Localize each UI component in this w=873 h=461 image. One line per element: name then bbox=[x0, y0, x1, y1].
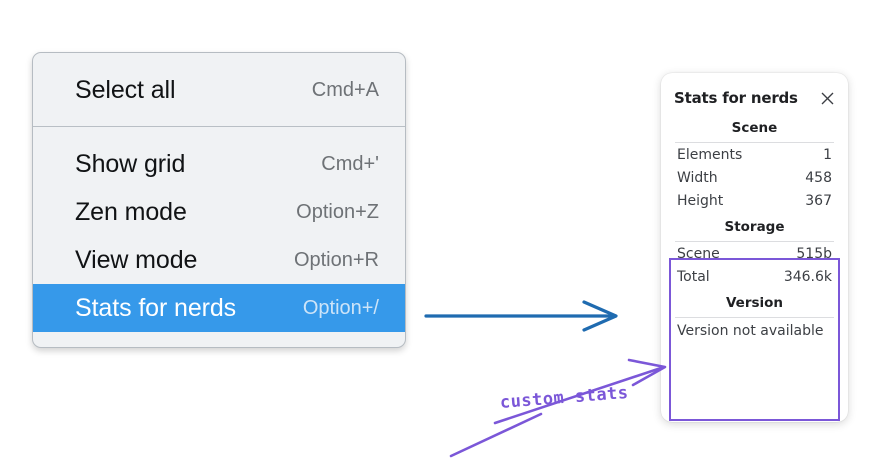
menu-group-secondary: Show grid Cmd+' Zen mode Option+Z View m… bbox=[33, 127, 405, 346]
context-menu: Select all Cmd+A Show grid Cmd+' Zen mod… bbox=[32, 52, 406, 348]
stat-row-elements: Elements 1 bbox=[672, 143, 837, 166]
menu-item-shortcut: Cmd+A bbox=[311, 78, 379, 101]
stat-row-height: Height 367 bbox=[672, 189, 837, 212]
stats-panel-header: Stats for nerds bbox=[672, 83, 837, 113]
stat-value: 458 bbox=[805, 170, 832, 186]
section-divider bbox=[675, 241, 834, 242]
section-heading-version: Version bbox=[725, 295, 784, 311]
menu-item-label: Select all bbox=[75, 75, 176, 104]
menu-group-primary: Select all Cmd+A bbox=[33, 53, 405, 126]
menu-item-label: Show grid bbox=[75, 149, 186, 178]
section-divider bbox=[675, 142, 834, 143]
stat-value: 346.6k bbox=[783, 269, 832, 285]
menu-item-shortcut: Option+/ bbox=[302, 296, 379, 319]
menu-separator bbox=[33, 126, 405, 127]
purple-arrow-annotation bbox=[449, 358, 667, 458]
menu-item-shortcut: Option+R bbox=[293, 248, 379, 271]
menu-item-view-mode[interactable]: View mode Option+R bbox=[33, 236, 405, 284]
stat-value: 367 bbox=[805, 193, 832, 209]
blue-arrow-annotation bbox=[424, 300, 618, 332]
menu-item-label: View mode bbox=[75, 245, 198, 274]
menu-item-show-grid[interactable]: Show grid Cmd+' bbox=[33, 140, 405, 188]
stat-value: 1 bbox=[823, 147, 832, 163]
stat-label: Width bbox=[677, 170, 718, 186]
stat-row-width: Width 458 bbox=[672, 166, 837, 189]
section-heading-scene: Scene bbox=[731, 120, 778, 136]
stat-row-storage-total: Total 346.6k bbox=[672, 265, 837, 288]
menu-item-shortcut: Cmd+' bbox=[321, 152, 379, 175]
stat-label: Scene bbox=[677, 246, 720, 262]
menu-item-label: Zen mode bbox=[75, 197, 187, 226]
menu-item-zen-mode[interactable]: Zen mode Option+Z bbox=[33, 188, 405, 236]
stat-value: 515b bbox=[796, 246, 832, 262]
section-divider bbox=[675, 317, 834, 318]
stat-label: Elements bbox=[677, 147, 743, 163]
version-note: Version not available bbox=[677, 323, 824, 339]
menu-item-label: Stats for nerds bbox=[75, 293, 237, 322]
menu-item-shortcut: Option+Z bbox=[296, 200, 379, 223]
menu-item-stats-for-nerds[interactable]: Stats for nerds Option+/ bbox=[33, 284, 405, 332]
stats-panel-title: Stats for nerds bbox=[674, 89, 798, 107]
close-icon[interactable] bbox=[818, 89, 836, 107]
stat-label: Total bbox=[677, 269, 710, 285]
stat-row-storage-scene: Scene 515b bbox=[672, 242, 837, 265]
stat-label: Height bbox=[677, 193, 724, 209]
menu-item-select-all[interactable]: Select all Cmd+A bbox=[33, 66, 405, 114]
section-heading-storage: Storage bbox=[724, 219, 785, 235]
stats-for-nerds-panel: Stats for nerds Scene Elements 1 Width 4… bbox=[661, 73, 848, 422]
